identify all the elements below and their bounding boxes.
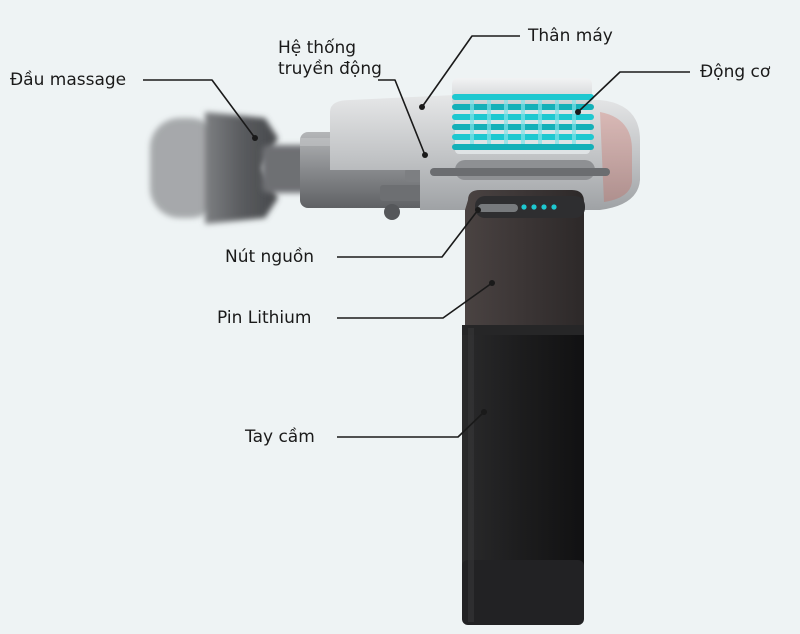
label-lithium-battery: Pin Lithium bbox=[217, 308, 312, 328]
motor-coil-ring bbox=[452, 94, 594, 100]
motor-coil-bar bbox=[538, 100, 542, 144]
leader-dot-motor bbox=[575, 109, 581, 115]
massage-head-shape bbox=[150, 112, 322, 224]
motor-coil-bar bbox=[572, 100, 576, 144]
motor-coil-bar bbox=[504, 100, 508, 144]
motor-coils bbox=[452, 94, 594, 150]
battery-shape bbox=[465, 190, 585, 330]
power-led-dot bbox=[551, 204, 557, 210]
leader-line-transmission bbox=[378, 79, 426, 156]
leader-line-power-button bbox=[337, 209, 479, 258]
motor-coil-bar bbox=[470, 100, 474, 144]
motor-coil-ring bbox=[452, 144, 594, 150]
label-machine-body: Thân máy bbox=[528, 26, 613, 46]
leader-line-body bbox=[421, 35, 520, 108]
handle-shape bbox=[462, 325, 584, 625]
leader-dot-transmission bbox=[422, 152, 428, 158]
label-massage-head: Đầu massage bbox=[10, 70, 127, 90]
power-led-dot bbox=[541, 204, 547, 210]
motor-coil-bar bbox=[555, 100, 559, 144]
leader-dot-power-button bbox=[475, 207, 481, 213]
leader-dot-head bbox=[252, 135, 258, 141]
motor-coil-bar bbox=[487, 100, 491, 144]
leader-dot-battery bbox=[489, 280, 495, 286]
label-handle: Tay cầm bbox=[245, 427, 315, 447]
leader-line-handle bbox=[337, 411, 485, 438]
label-transmission-system: Hệ thống truyền động bbox=[278, 38, 382, 79]
leader-dot-body bbox=[419, 104, 425, 110]
power-led-dot bbox=[521, 204, 527, 210]
leader-line-head bbox=[143, 79, 256, 139]
motor-coil-bar bbox=[521, 100, 525, 144]
leader-dot-handle bbox=[481, 409, 487, 415]
power-button-leds bbox=[521, 204, 557, 210]
label-motor: Động cơ bbox=[700, 62, 771, 82]
power-led-dot bbox=[531, 204, 537, 210]
label-power-button: Nút nguồn bbox=[225, 247, 315, 267]
leader-line-motor bbox=[577, 71, 690, 113]
leader-line-battery bbox=[337, 282, 493, 319]
